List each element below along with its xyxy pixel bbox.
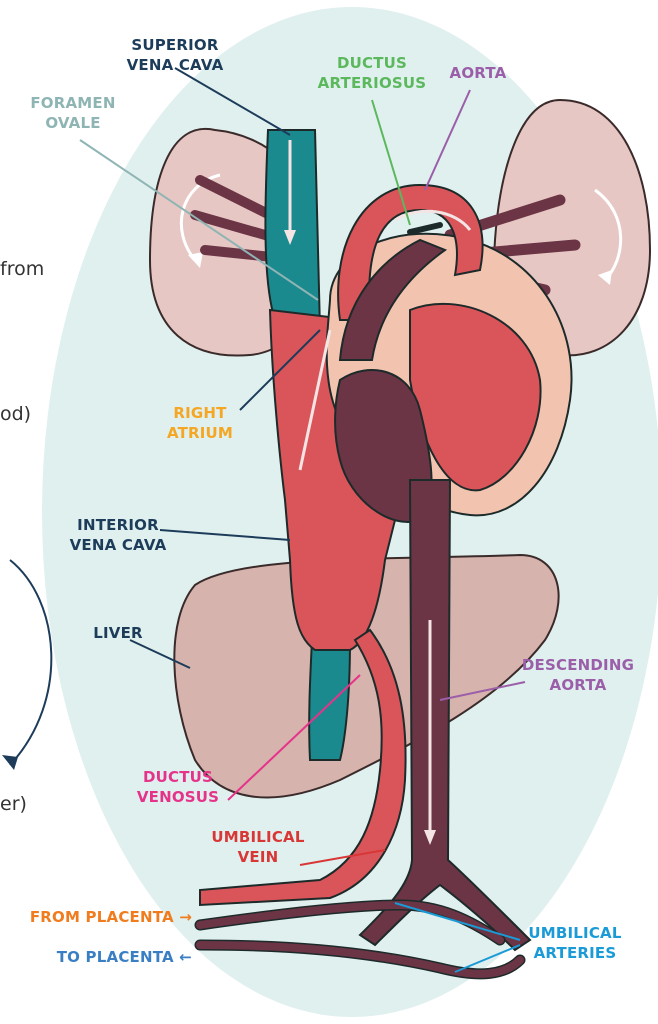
label-superior-vena-cava-2: VENA CAVA xyxy=(127,56,224,74)
cropped-text-er: er) xyxy=(0,793,27,815)
label-superior-vena-cava-1: SUPERIOR xyxy=(131,36,219,54)
label-ductus-arteriosus-1: DUCTUS xyxy=(337,54,407,72)
cropped-text-od: od) xyxy=(0,403,31,425)
label-ductus-venosus-1: DUCTUS xyxy=(143,768,213,786)
label-right-atrium-2: ATRIUM xyxy=(167,424,233,442)
label-ductus-arteriosus-2: ARTERIOSUS xyxy=(318,74,427,92)
label-interior-vena-cava-1: INTERIOR xyxy=(77,516,159,534)
label-aorta: AORTA xyxy=(450,64,507,82)
cropped-text-from: from xyxy=(0,258,44,280)
label-descending-aorta-2: AORTA xyxy=(550,676,607,694)
label-right-atrium-1: RIGHT xyxy=(173,404,227,422)
label-umbilical-vein-1: UMBILICAL xyxy=(211,828,304,846)
label-umbilical-arteries-2: ARTERIES xyxy=(534,944,617,962)
label-foramen-ovale-1: FORAMEN xyxy=(30,94,115,112)
label-interior-vena-cava-2: VENA CAVA xyxy=(70,536,167,554)
label-ductus-venosus-2: VENOSUS xyxy=(137,788,219,806)
label-liver: LIVER xyxy=(93,624,143,642)
label-umbilical-vein-2: VEIN xyxy=(238,848,279,866)
label-to-placenta: TO PLACENTA ← xyxy=(57,948,192,966)
side-curve-arrow-head xyxy=(2,755,18,770)
label-descending-aorta-1: DESCENDING xyxy=(522,656,634,674)
label-foramen-ovale-2: OVALE xyxy=(45,114,100,132)
label-from-placenta: FROM PLACENTA → xyxy=(30,908,192,926)
label-umbilical-arteries-1: UMBILICAL xyxy=(528,924,621,942)
side-curve-arrow xyxy=(10,560,51,765)
inferior-vena-cava-vessel-lower xyxy=(309,640,350,760)
